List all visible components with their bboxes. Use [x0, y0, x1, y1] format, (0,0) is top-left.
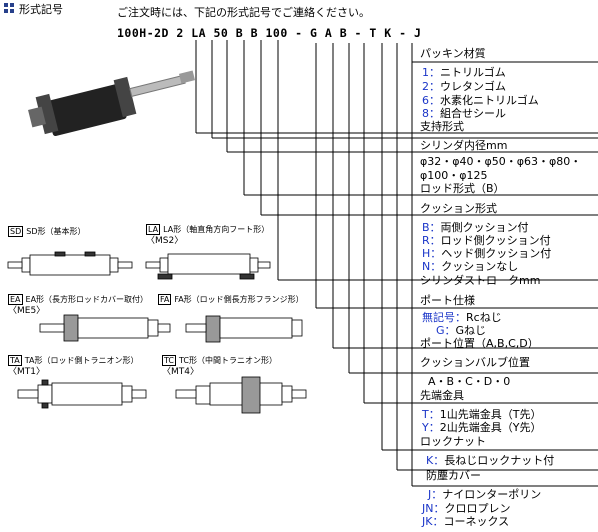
bore-values-2: φ100・φ125 [420, 169, 488, 182]
diagram-sub-ea: 〈ME5〉 [8, 306, 46, 316]
cylinder-main-illustration [28, 70, 196, 137]
stroke-heading: シリンダストロークmm [420, 274, 541, 287]
support-heading: 支持形式 [420, 120, 464, 133]
diagram-sub-la: 〈MS2〉 [146, 236, 184, 246]
packing-heading: パッキン材質 [420, 47, 486, 60]
diagram-box-la: LA [146, 224, 161, 235]
cushion-option: H：ヘッド側クッション付 [422, 247, 552, 260]
tip-heading: 先端金具 [420, 389, 464, 402]
tip-option: Y：2山先端金具（Y先） [422, 421, 542, 434]
diagram-box-ta: TA [8, 355, 22, 366]
diagram-box-fa: FA [158, 294, 172, 305]
boot-option: JK：コーネックス [422, 515, 510, 528]
bore-values-1: φ32・φ40・φ50・φ63・φ80・ [420, 155, 582, 168]
rod-heading: ロッド形式（B） [420, 182, 505, 195]
bore-heading: シリンダ内径mm [420, 139, 508, 152]
packing-option: 6：水素化ニトリルゴム [422, 94, 539, 107]
section-title-text: 形式記号 [19, 3, 63, 16]
port-heading: ポート仕様 [420, 294, 475, 307]
packing-option: 2：ウレタンゴム [422, 80, 506, 93]
locknut-heading: ロックナット [420, 435, 486, 448]
port-option: G：Gねじ [436, 324, 487, 337]
model-code: 100H-2D 2 LA 50 B B 100 - G A B - T K - … [117, 26, 422, 40]
diagram-text-sd: SD形（基本形） [26, 227, 86, 236]
diagram-box-tc: TC [162, 355, 177, 366]
packing-option: 1：ニトリルゴム [422, 66, 506, 79]
grid-icon [4, 3, 15, 14]
cushion-valve-values: A・B・C・D・0 [428, 375, 511, 388]
diagram-text-ta: TA形（ロッド側トラニオン形） [24, 356, 139, 365]
boot-heading: 防塵カバー [426, 469, 481, 482]
diagram-box-sd: SD [8, 226, 24, 237]
boot-option: JN：クロロプレン [422, 502, 511, 515]
diagram-text-tc: TC形（中間トラニオン形） [179, 356, 278, 365]
section-title: 形式記号 [4, 3, 63, 16]
locknut-option: K：長ねじロックナット付 [426, 454, 555, 467]
diagram-sub-ta: 〈MT1〉 [8, 367, 45, 377]
boot-option: J：ナイロンターポリン [428, 488, 542, 501]
diagram-text-ea: EA形（長方形ロッドカバー取付） [25, 295, 149, 304]
instruction-text: ご注文時には、下記の形式記号でご連絡ください。 [117, 6, 370, 19]
tip-option: T：1山先端金具（T先） [422, 408, 542, 421]
diagram-box-ea: EA [8, 294, 23, 305]
diagram-text-la: LA形（軸直角方向フート形） [163, 225, 270, 234]
diagram-text-fa: FA形（ロッド側長方形フランジ形） [174, 295, 304, 304]
cushion-valve-heading: クッションバルブ位置 [420, 356, 530, 369]
port-position-heading: ポート位置（A,B,C,D） [420, 337, 539, 350]
cushion-option: N：クッションなし [422, 260, 519, 273]
port-option: 無記号：Rcねじ [422, 311, 502, 324]
diagram-sub-tc: 〈MT4〉 [162, 367, 199, 377]
cushion-option: R：ロッド側クッション付 [422, 234, 551, 247]
packing-option: 8：組合せシール [422, 107, 506, 120]
cushion-heading: クッション形式 [420, 202, 497, 215]
cushion-option: B：両側クッション付 [422, 221, 529, 234]
